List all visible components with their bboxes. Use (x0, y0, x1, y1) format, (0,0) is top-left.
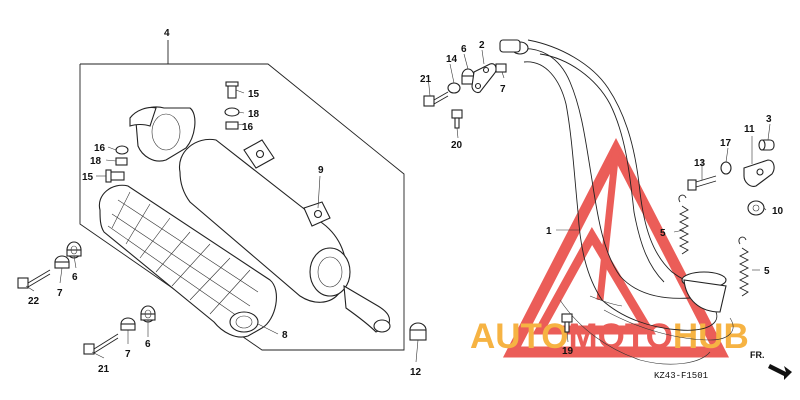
callout-17: 17 (720, 138, 732, 149)
callout-7: 7 (500, 84, 506, 95)
callout-16: 16 (94, 143, 106, 154)
watermark-auto: AUTO (470, 317, 569, 356)
callout-15: 15 (82, 172, 94, 183)
washer-icon (447, 82, 461, 94)
nut-icon (115, 157, 128, 166)
leader-lines (25, 49, 771, 363)
washer-icon (115, 145, 129, 155)
grommet-icon (140, 305, 156, 323)
watermark-triangle-icon (502, 137, 730, 358)
callout-6: 6 (145, 339, 151, 350)
callout-7: 7 (57, 288, 63, 299)
collar-icon (54, 255, 70, 269)
fasteners-right-side (561, 139, 775, 333)
callout-18: 18 (90, 156, 102, 167)
callout-3: 3 (766, 114, 772, 125)
front-direction: FR. (750, 350, 792, 380)
bolt-icon (423, 91, 449, 107)
callout-10: 10 (772, 206, 784, 217)
callout-19: 19 (562, 346, 574, 357)
front-direction-label: FR. (750, 350, 765, 360)
callout-11: 11 (744, 124, 755, 135)
exhaust-pipe (499, 39, 734, 365)
callout-4: 4 (164, 28, 170, 39)
callout-12: 12 (410, 367, 422, 378)
assembly-frame (79, 40, 405, 351)
bolt-icon (17, 269, 51, 289)
fasteners-left-top (105, 81, 240, 183)
bracket-icon (471, 63, 497, 94)
springs (678, 194, 750, 297)
arrow-right-icon (768, 364, 792, 380)
washer-icon (224, 107, 240, 117)
grommet-icon (409, 322, 427, 341)
callout-8: 8 (282, 330, 288, 341)
callout-16: 16 (242, 122, 254, 133)
figure-code: KZ43-F1501 (654, 371, 708, 381)
bolt-icon (451, 109, 463, 129)
nut-icon (225, 121, 239, 130)
callout-21: 21 (98, 364, 110, 375)
collar-icon (120, 317, 136, 331)
callout-9: 9 (318, 165, 324, 176)
collar-icon (758, 139, 775, 151)
callout-2: 2 (479, 40, 485, 51)
callout-1: 1 (546, 226, 552, 237)
flange-gasket (129, 106, 196, 162)
callout-18: 18 (248, 109, 260, 120)
bolt-icon (105, 169, 125, 183)
callout-6: 6 (461, 44, 467, 55)
muffler-body (178, 138, 391, 333)
nut-icon (495, 63, 507, 73)
watermark-moto: MOTO (569, 317, 673, 356)
watermark-text: AUTOMOTOHUB (470, 317, 749, 356)
callout-5: 5 (764, 266, 770, 277)
watermark-hub: HUB (673, 317, 749, 356)
bolt-icon (83, 333, 119, 355)
callout-20: 20 (451, 140, 463, 151)
grommet-icon (66, 241, 82, 259)
washer-icon (720, 161, 732, 175)
callout-7: 7 (125, 349, 131, 360)
silencer-cover (98, 184, 277, 338)
fasteners-right-top (423, 63, 507, 129)
callout-13: 13 (694, 158, 706, 169)
callout-5: 5 (660, 228, 666, 239)
bolt-icon (225, 81, 239, 99)
callout-21: 21 (420, 74, 432, 85)
grommet-icon (747, 200, 765, 216)
callout-14: 14 (446, 54, 458, 65)
callout-15: 15 (248, 89, 260, 100)
bolt-icon (687, 175, 717, 191)
callouts: 4 15 18 16 16 18 15 9 6 7 22 8 7 6 21 12… (28, 28, 784, 378)
callout-22: 22 (28, 296, 40, 307)
bracket-icon (743, 159, 775, 187)
watermark: AUTOMOTOHUB (470, 137, 749, 358)
callout-6: 6 (72, 272, 78, 283)
